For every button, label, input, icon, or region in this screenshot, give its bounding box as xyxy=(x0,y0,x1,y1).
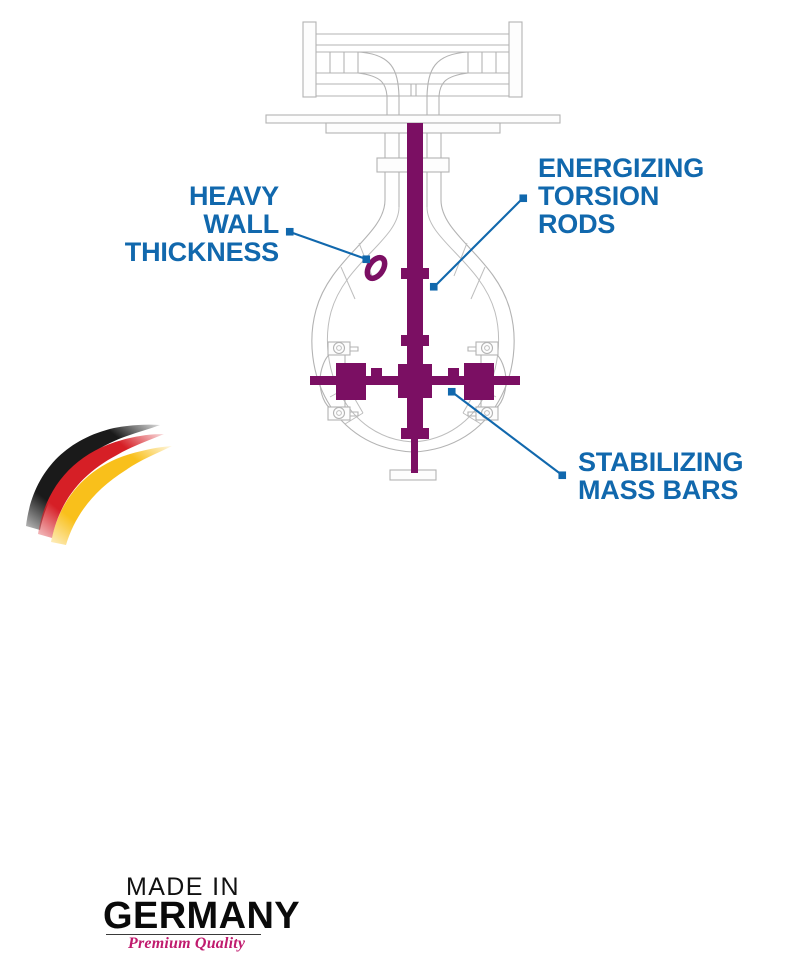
bolted-brackets xyxy=(319,341,507,421)
badge-country-label: GERMANY xyxy=(103,895,301,937)
valve-technical-drawing: .ln { fill:none; stroke:#b3b3b3; stroke-… xyxy=(265,21,567,481)
stabilizing-mass-bars xyxy=(310,363,520,400)
callout-stabilizing-mass-bars: STABILIZING MASS BARS xyxy=(578,447,744,505)
made-in-germany-badge: MADE IN GERMANY Premium Quality xyxy=(18,418,300,952)
top-crossbar xyxy=(302,21,523,98)
callout-heavy-wall-thickness: HEAVY WALL THICKNESS xyxy=(124,181,279,267)
torsion-rod xyxy=(401,123,429,473)
callout-leader-lines xyxy=(285,194,567,480)
badge-tagline: Premium Quality xyxy=(128,935,246,952)
diagram-canvas: .ln { fill:none; stroke:#b3b3b3; stroke-… xyxy=(18,21,744,952)
wall-thickness-ring xyxy=(364,254,388,282)
german-flag-brushstroke-icon xyxy=(26,424,172,545)
callout-energizing-torsion-rods: ENERGIZING TORSION RODS xyxy=(538,153,705,239)
